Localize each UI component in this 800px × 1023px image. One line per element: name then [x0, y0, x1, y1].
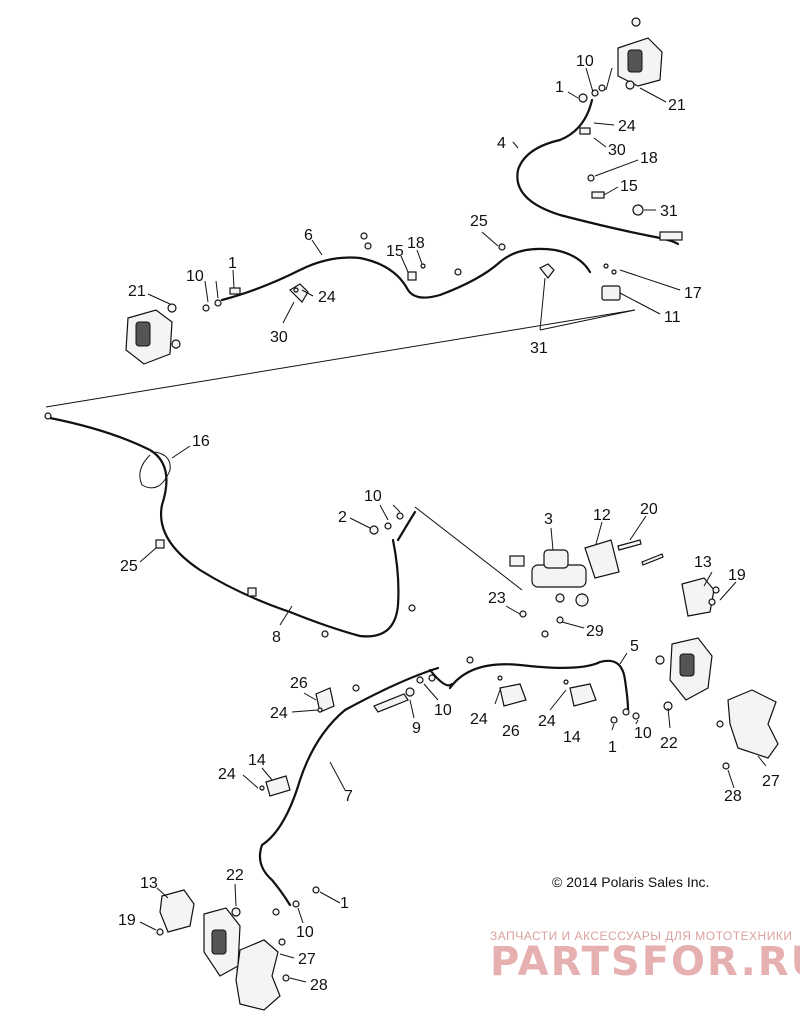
bracket-27-bottom: [235, 938, 290, 1011]
callout-19: 19: [118, 912, 136, 929]
caliper-module-13-bottom: [156, 889, 195, 936]
watermark-tagline: ЗАПЧАСТИ И АКСЕССУАРЫ ДЛЯ МОТОТЕХНИКИ: [490, 929, 792, 943]
callout-1: 1: [340, 895, 349, 912]
brake-hose-7: [258, 666, 440, 907]
callout-1: 1: [555, 79, 564, 96]
callout-28: 28: [310, 977, 328, 994]
leader-lines-master: [349, 504, 647, 629]
callout-8: 8: [272, 629, 281, 646]
callout-labels: 1 10 21 24 4 30 18 15 31 25 6 15 18 21 1…: [118, 53, 780, 994]
callout-14: 14: [248, 752, 266, 769]
callout-25: 25: [470, 213, 488, 230]
callout-6: 6: [304, 227, 313, 244]
callout-10: 10: [576, 53, 594, 70]
bolt-20: [617, 539, 642, 551]
callout-17: 17: [684, 285, 702, 302]
callout-9: 9: [412, 720, 421, 737]
fittings-master: [369, 512, 564, 638]
callout-13: 13: [140, 875, 158, 892]
callout-5: 5: [630, 638, 639, 655]
callout-1: 1: [228, 255, 237, 272]
callout-26: 26: [502, 723, 520, 740]
callout-11: 11: [664, 309, 681, 326]
callout-22: 22: [660, 735, 678, 752]
callout-10: 10: [634, 725, 652, 742]
callout-14: 14: [563, 729, 581, 746]
callout-10: 10: [186, 268, 204, 285]
copyright-notice: © 2014 Polaris Sales Inc.: [552, 874, 709, 890]
callout-7: 7: [344, 788, 353, 805]
callout-16: 16: [192, 433, 210, 450]
fittings-upper-middle: [202, 232, 621, 312]
callout-10: 10: [296, 924, 314, 941]
bracket-27-right: [716, 689, 779, 770]
callout-30: 30: [608, 142, 626, 159]
callout-24: 24: [538, 713, 556, 730]
fittings-long-line: [44, 412, 416, 638]
brake-hose-4: [516, 98, 680, 246]
hose-to-master: [396, 510, 417, 542]
callout-13: 13: [694, 554, 712, 571]
callout-15: 15: [386, 243, 404, 260]
caliper-bottom: [203, 907, 244, 977]
callout-31: 31: [660, 203, 678, 220]
callout-26: 26: [290, 675, 308, 692]
callout-31: 31: [530, 340, 548, 357]
leader-lines-lower-left: [242, 683, 439, 924]
watermark-logo: PARTSFOR.RU: [490, 939, 800, 985]
caliper-top-right: [617, 17, 663, 90]
leader-lines-upper-middle: [45, 231, 681, 408]
callout-28: 28: [724, 788, 742, 805]
brake-hose-6: [220, 247, 592, 302]
callout-24: 24: [618, 118, 636, 135]
callout-19: 19: [728, 567, 746, 584]
callout-25: 25: [120, 558, 138, 575]
caliper-mid-right: [655, 637, 713, 711]
callout-18: 18: [407, 235, 425, 252]
callout-18: 18: [640, 150, 658, 167]
callout-3: 3: [544, 511, 553, 528]
leader-lines-bottom-left: [139, 883, 307, 983]
bracket-12: [584, 539, 620, 579]
callout-24: 24: [470, 711, 488, 728]
callout-15: 15: [620, 178, 638, 195]
brake-hose-5: [448, 659, 630, 712]
callout-20: 20: [640, 501, 658, 518]
callout-24: 24: [218, 766, 236, 783]
leader-lines-top-right: [512, 67, 667, 211]
callout-1: 1: [608, 739, 617, 756]
callout-30: 30: [270, 329, 288, 346]
callout-23: 23: [488, 590, 506, 607]
callout-29: 29: [586, 623, 604, 640]
callout-24: 24: [318, 289, 336, 306]
callout-22: 22: [226, 867, 244, 884]
callout-21: 21: [668, 97, 686, 114]
master-cylinder: [509, 549, 589, 607]
callout-4: 4: [497, 135, 506, 152]
callout-21: 21: [128, 283, 146, 300]
callout-24: 24: [270, 705, 288, 722]
hose-9-fitting: [373, 687, 415, 713]
fittings-mid-right: [466, 656, 640, 724]
line-loop-16: [139, 451, 171, 489]
caliper-upper-left: [125, 303, 181, 365]
callout-12: 12: [593, 507, 611, 524]
callout-10: 10: [434, 702, 452, 719]
fittings-lower-left: [259, 674, 436, 916]
caliper-module-13-right: [681, 577, 720, 617]
fittings-top-right: [578, 84, 683, 241]
callout-27: 27: [298, 951, 316, 968]
callout-2: 2: [338, 509, 347, 526]
brake-line-8: [48, 416, 400, 638]
callout-10: 10: [364, 488, 382, 505]
callout-27: 27: [762, 773, 780, 790]
leader-lines-mid-right: [494, 571, 767, 789]
leader-lines-long-line: [139, 445, 293, 626]
